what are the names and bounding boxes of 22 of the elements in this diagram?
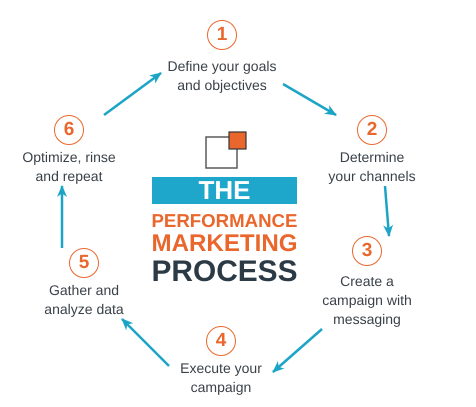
title-text: MARKETING: [152, 232, 298, 256]
arrow: [383, 186, 394, 237]
step-number: 2: [357, 115, 387, 145]
title-text: PERFORMANCE: [152, 212, 298, 231]
arrow: [57, 185, 67, 248]
step-description: Execute your campaign: [179, 359, 263, 397]
arrow: [272, 328, 323, 373]
title-band: THE: [152, 177, 297, 204]
step-number: 5: [69, 248, 99, 278]
step-description: Create a campaign with messaging: [321, 272, 413, 329]
step-description: Optimize, rinse and repeat: [21, 148, 117, 186]
title-text: PROCESS: [152, 256, 298, 287]
step-description: Gather and analyze data: [43, 281, 125, 319]
step-number: 4: [206, 326, 236, 356]
step-number: 1: [207, 20, 237, 50]
step-description: Define your goals and objectives: [166, 57, 278, 95]
arrow: [121, 318, 170, 367]
arrow: [282, 82, 337, 116]
arrow: [103, 72, 162, 116]
step-number: 3: [352, 236, 382, 266]
step-number: 6: [54, 115, 84, 145]
step-description: Determine your channels: [327, 148, 417, 186]
